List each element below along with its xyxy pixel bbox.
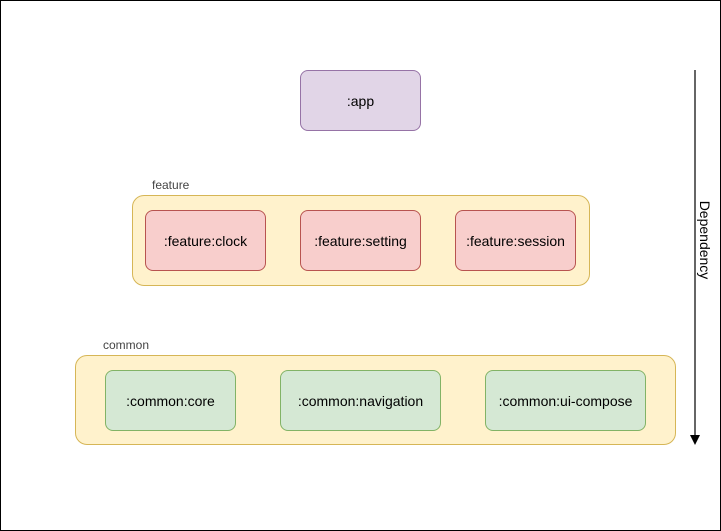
arrowhead-down-icon <box>690 435 700 445</box>
app-module-label: :app <box>346 92 375 109</box>
common-navigation-node: :common:navigation <box>280 370 441 431</box>
common-group-label: common <box>103 338 150 352</box>
feature-setting-node: :feature:setting <box>300 210 421 271</box>
common-core-label: :common:core <box>126 392 215 409</box>
feature-group-label: feature <box>152 178 190 192</box>
feature-session-label: :feature:session <box>466 232 565 249</box>
dependency-label: Dependency <box>697 200 713 280</box>
dependency-arrow <box>690 70 700 445</box>
common-navigation-label: :common:navigation <box>297 392 424 409</box>
common-ui-compose-label: :common:ui-compose <box>498 392 633 409</box>
app-module-node: :app <box>300 70 421 131</box>
common-ui-compose-node: :common:ui-compose <box>485 370 646 431</box>
feature-clock-node: :feature:clock <box>145 210 266 271</box>
feature-clock-label: :feature:clock <box>163 232 248 249</box>
common-core-node: :common:core <box>105 370 236 431</box>
feature-session-node: :feature:session <box>455 210 576 271</box>
feature-setting-label: :feature:setting <box>314 232 407 249</box>
